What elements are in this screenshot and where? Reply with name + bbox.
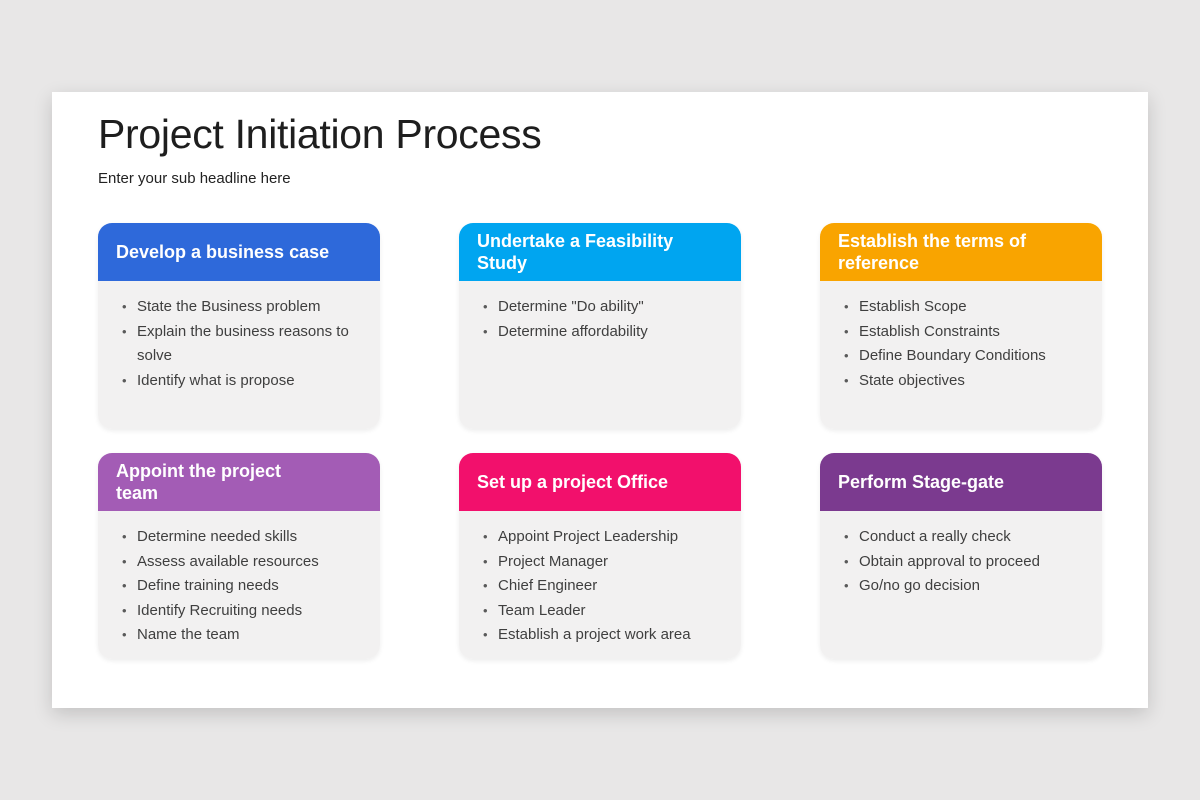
cards-grid: Develop a business case State the Busine… [98,223,1102,659]
slide: Project Initiation Process Enter your su… [52,92,1148,708]
bullet-item: Team Leader [459,599,727,624]
bullet-item: Assess available resources [98,550,366,575]
card-bullet-list: Establish ScopeEstablish ConstraintsDefi… [820,281,1102,429]
page-subtitle: Enter your sub headline here [98,170,291,187]
process-card-1: Develop a business case State the Busine… [98,223,380,429]
bullet-item: Identify Recruiting needs [98,599,366,624]
card-title: Undertake a Feasibility Study [477,231,674,273]
card-bullet-list: Appoint Project LeadershipProject Manage… [459,511,741,659]
bullet-item: Define training needs [98,574,366,599]
card-title: Develop a business case [116,242,330,262]
page-title: Project Initiation Process [98,111,542,157]
bullet-item: Identify what is propose [98,369,366,394]
card-bullet-list: State the Business problemExplain the bu… [98,281,380,429]
bullet-item: Establish Constraints [820,320,1088,345]
bullet-item: Chief Engineer [459,574,727,599]
card-title: Appoint the project team [116,461,281,503]
bullet-item: Appoint Project Leadership [459,525,727,550]
process-card-5: Set up a project Office Appoint Project … [459,453,741,659]
bullet-item: Go/no go decision [820,574,1088,599]
process-card-4: Appoint the project team Determine neede… [98,453,380,659]
bullet-item: State objectives [820,369,1088,394]
bullet-item: Obtain approval to proceed [820,550,1088,575]
bullet-item: Determine needed skills [98,525,366,550]
bullet-item: Project Manager [459,550,727,575]
bullet-item: Name the team [98,623,366,648]
process-card-2: Undertake a Feasibility Study Determine … [459,223,741,429]
bullet-item: State the Business problem [98,295,366,320]
card-title: Set up a project Office [477,472,669,492]
card-header: Undertake a Feasibility Study [459,223,741,281]
card-header: Develop a business case [98,223,380,281]
card-header: Perform Stage-gate [820,453,1102,511]
card-title: Perform Stage-gate [838,472,1005,492]
bullet-item: Establish a project work area [459,623,727,648]
bullet-item: Explain the business reasons to solve [98,320,366,369]
card-bullet-list: Conduct a really checkObtain approval to… [820,511,1102,659]
bullet-item: Conduct a really check [820,525,1088,550]
card-bullet-list: Determine "Do ability"Determine affordab… [459,281,741,429]
card-title: Establish the terms of reference [838,231,1027,273]
card-header: Establish the terms of reference [820,223,1102,281]
bullet-item: Define Boundary Conditions [820,344,1088,369]
card-bullet-list: Determine needed skillsAssess available … [98,511,380,659]
card-header: Set up a project Office [459,453,741,511]
card-header: Appoint the project team [98,453,380,511]
bullet-item: Determine affordability [459,320,727,345]
process-card-3: Establish the terms of reference Establi… [820,223,1102,429]
bullet-item: Establish Scope [820,295,1088,320]
bullet-item: Determine "Do ability" [459,295,727,320]
process-card-6: Perform Stage-gate Conduct a really chec… [820,453,1102,659]
